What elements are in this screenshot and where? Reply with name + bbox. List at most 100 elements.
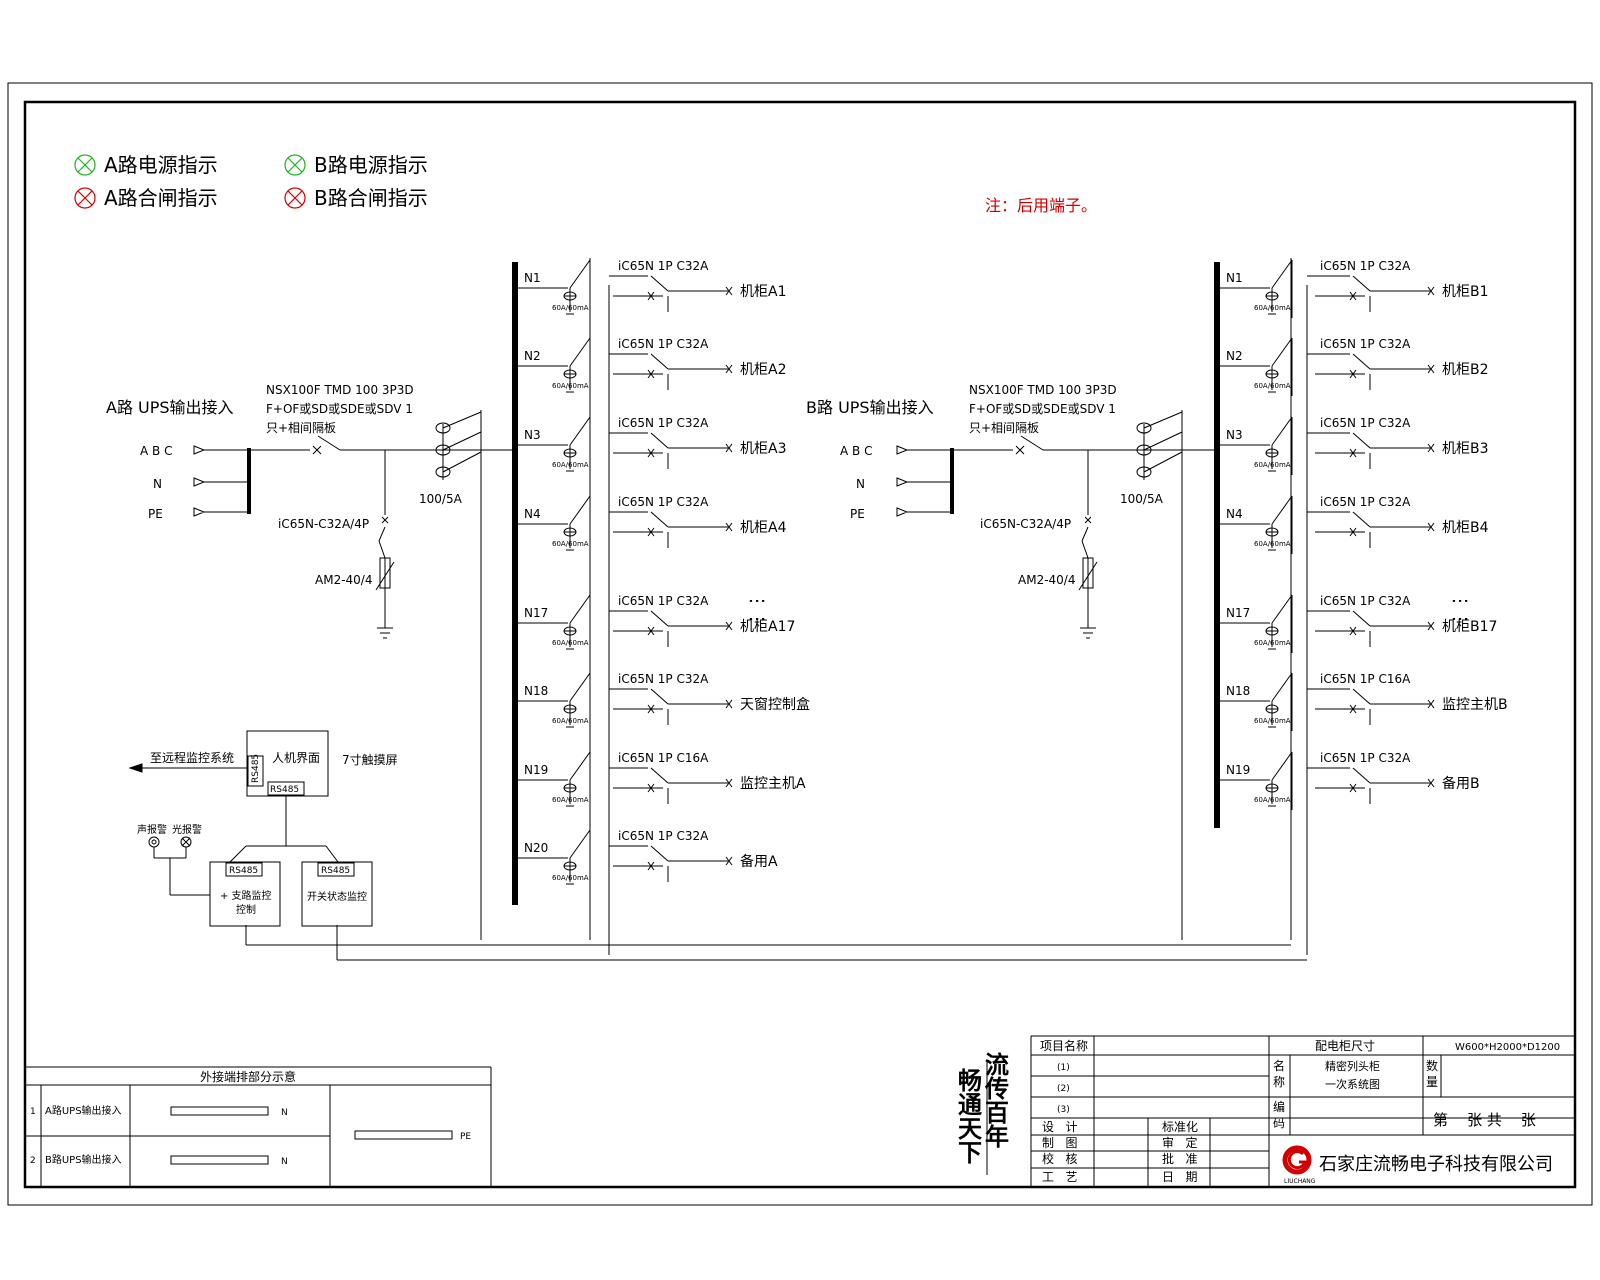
- feeder-number: N4: [1226, 507, 1243, 521]
- feeder-breaker-label: iC65N 1P C32A: [1320, 751, 1411, 765]
- feeder-load-label: 机柜B17: [1442, 619, 1497, 635]
- feeder-load-label: 备用A: [740, 853, 778, 870]
- feeder-number: N17: [1226, 606, 1250, 620]
- switch-rs485-port: [317, 862, 355, 877]
- feeder-rcd-rating: 60A/60mA: [552, 717, 589, 725]
- tb-review: 审 定: [1162, 1135, 1197, 1150]
- feeder-outlet-icon: [725, 443, 733, 453]
- side-b-main-breaker-1: NSX100F TMD 100 3P3D: [969, 383, 1117, 397]
- tb-process: 工 艺: [1042, 1170, 1077, 1184]
- feeder-rcd-rating: 60A/60mA: [1254, 540, 1291, 548]
- company-logo: [1282, 1145, 1312, 1175]
- feeder-breaker-label: iC65N 1P C32A: [618, 495, 709, 509]
- feeder-load-label: 机柜B2: [1442, 362, 1489, 378]
- side-a-spd-label: AM2-40/4: [315, 573, 372, 587]
- side-a-main-breaker-3: 只+相间隔板: [266, 421, 336, 435]
- side-b-spd-label: AM2-40/4: [1018, 573, 1075, 587]
- feeder-number: N2: [1226, 349, 1243, 363]
- ground-icon: [377, 620, 393, 639]
- feeder-number: N3: [524, 428, 541, 442]
- tb-design: 设 计: [1042, 1120, 1077, 1134]
- side-b-ellipsis: ⋮⋮: [1450, 592, 1471, 628]
- tb-row-2: (2): [1057, 1084, 1070, 1094]
- terminal-table: [25, 1066, 492, 1187]
- tb-code-label-2: 码: [1273, 1116, 1285, 1130]
- feeder-outlet-icon: [725, 856, 733, 866]
- main-breaker-mark: [1015, 445, 1025, 455]
- feeder-breaker-label: iC65N 1P C32A: [618, 672, 709, 686]
- feeder-outlet-icon: [1427, 621, 1435, 631]
- feeder-outlet-icon: [1427, 778, 1435, 788]
- side-a-ellipsis: ⋮⋮: [747, 592, 768, 628]
- feeder-outlet-icon: [1427, 286, 1435, 296]
- branch-rs485-label: RS485: [229, 866, 258, 876]
- slogan-line-2: 畅通天下: [954, 1068, 983, 1164]
- feeder-load-label: 机柜A4: [740, 520, 787, 536]
- feeder-outlet-icon: [1427, 364, 1435, 374]
- outer-frame: [7, 82, 1593, 1206]
- spd-breaker-mark: [1084, 516, 1092, 524]
- tb-code-label-1: 编: [1273, 1099, 1285, 1114]
- feeder-breaker-label: iC65N 1P C32A: [1320, 259, 1411, 273]
- feeder-number: N4: [524, 507, 541, 521]
- hmi-rs485-vertical-label: RS485: [251, 754, 261, 783]
- feeder-outlet-icon: [1427, 443, 1435, 453]
- arrow-left-icon: [128, 763, 143, 773]
- feeder-breaker-label: iC65N 1P C32A: [618, 594, 709, 608]
- terminal-row-2-no: 2: [30, 1156, 36, 1166]
- feeder-number: N1: [524, 271, 541, 285]
- side-a-input: A路 UPS输出接入 A B C N PE NSX100F TMD 100 3P…: [106, 383, 515, 940]
- side-b-terminal-n: N: [856, 477, 865, 491]
- feeder-rcd-rating: 60A/60mA: [552, 382, 589, 390]
- terminal-row-2-label: B路UPS输出接入: [45, 1153, 122, 1166]
- side-a-terminal-n: N: [153, 477, 162, 491]
- tb-sheet: 第 张 共 张: [1433, 1111, 1536, 1129]
- legend-b-close: B路合闸指示: [314, 186, 428, 210]
- branch-rs485-port: [225, 862, 263, 877]
- legend-b-power: B路电源指示: [314, 153, 428, 177]
- tb-name-label-1: 名: [1273, 1058, 1285, 1073]
- spd-breaker-mark: [381, 516, 389, 524]
- tb-cabinet-size: W600*H2000*D1200: [1455, 1042, 1560, 1053]
- power-indicator-icon: [284, 154, 306, 176]
- feeder-outlet-icon: [725, 522, 733, 532]
- side-a-vertical-lines: [589, 258, 610, 955]
- feeder-outlet-icon: [725, 286, 733, 296]
- feeder-number: N2: [524, 349, 541, 363]
- inner-frame: [23, 100, 1577, 1189]
- feeder-load-label: 机柜B1: [1442, 284, 1489, 300]
- tb-approve: 批 准: [1162, 1151, 1197, 1166]
- terminal-strip-a: [170, 1106, 269, 1116]
- side-b-input-title: B路 UPS输出接入: [806, 398, 934, 417]
- feeder-breaker-label: iC65N 1P C16A: [1320, 672, 1411, 686]
- switch-rs485-label: RS485: [321, 866, 350, 876]
- terminal-strip-pe: [354, 1130, 453, 1140]
- feeder-rcd-rating: 60A/60mA: [552, 304, 589, 312]
- feeder-outlet-icon: [725, 621, 733, 631]
- side-b-ct-label: 100/5A: [1120, 492, 1164, 506]
- feeder-breaker-label: iC65N 1P C32A: [1320, 594, 1411, 608]
- feeder-load-label: 机柜B3: [1442, 441, 1489, 457]
- sound-alarm-icon: [148, 836, 160, 848]
- feeder-outlet-icon: [1427, 522, 1435, 532]
- feeder-rcd-rating: 60A/60mA: [552, 639, 589, 647]
- terminal-row-1-no: 1: [30, 1107, 36, 1117]
- side-b-spd-breaker: iC65N-C32A/4P: [980, 517, 1071, 531]
- light-alarm-icon: [180, 836, 192, 848]
- feeder-number: N18: [1226, 684, 1250, 698]
- feeder-load-label: 监控主机B: [1442, 697, 1508, 713]
- terminal-row-1-label: A路UPS输出接入: [45, 1104, 122, 1117]
- tb-drawing-name-1: 精密列头柜: [1325, 1059, 1380, 1073]
- hmi-rs485-port-vertical: [247, 755, 264, 787]
- feeder-breaker-label: iC65N 1P C32A: [618, 259, 709, 273]
- monitor-sound-alarm: 声报警: [137, 823, 167, 836]
- hmi-rs485-port: [267, 781, 305, 796]
